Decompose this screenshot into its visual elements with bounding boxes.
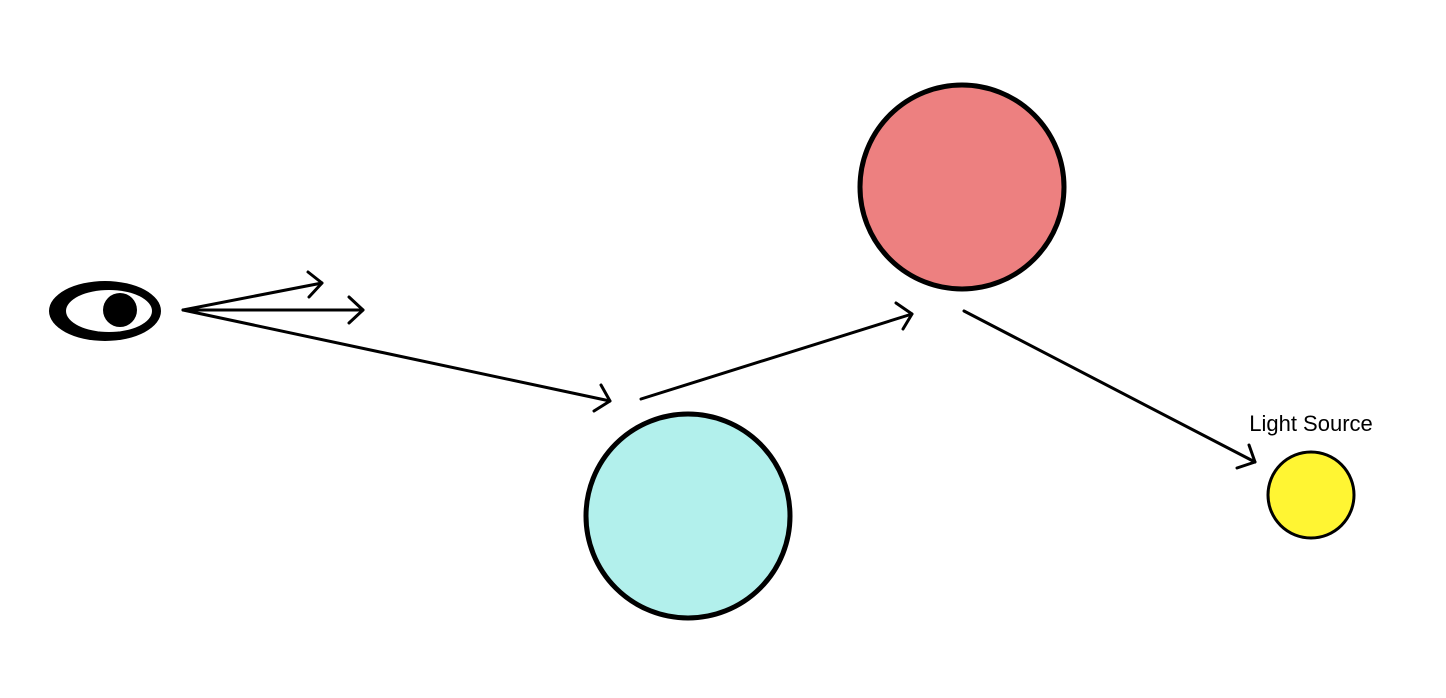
cyan-sphere [583, 411, 793, 621]
ray-middle-arrowhead [347, 295, 365, 325]
reflected-rays [639, 301, 1257, 470]
eye-icon [49, 281, 161, 341]
light-source-sphere [1266, 450, 1356, 540]
ray-cyan-to-red [639, 312, 914, 401]
ray-to-cyan-sphere [181, 308, 612, 403]
ray-red-to-light-arrowhead [1235, 443, 1257, 470]
ray-upper-arrowhead [306, 270, 324, 299]
ray-upper [181, 281, 324, 312]
primary-rays [181, 270, 612, 413]
ray-to-cyan-sphere-arrowhead [592, 383, 612, 413]
light-source-label: Light Source [1249, 411, 1373, 436]
red-sphere [857, 82, 1067, 292]
eye-pupil [103, 293, 137, 327]
ray-cyan-to-red-arrowhead [894, 301, 914, 331]
ray-red-to-light [962, 309, 1257, 464]
